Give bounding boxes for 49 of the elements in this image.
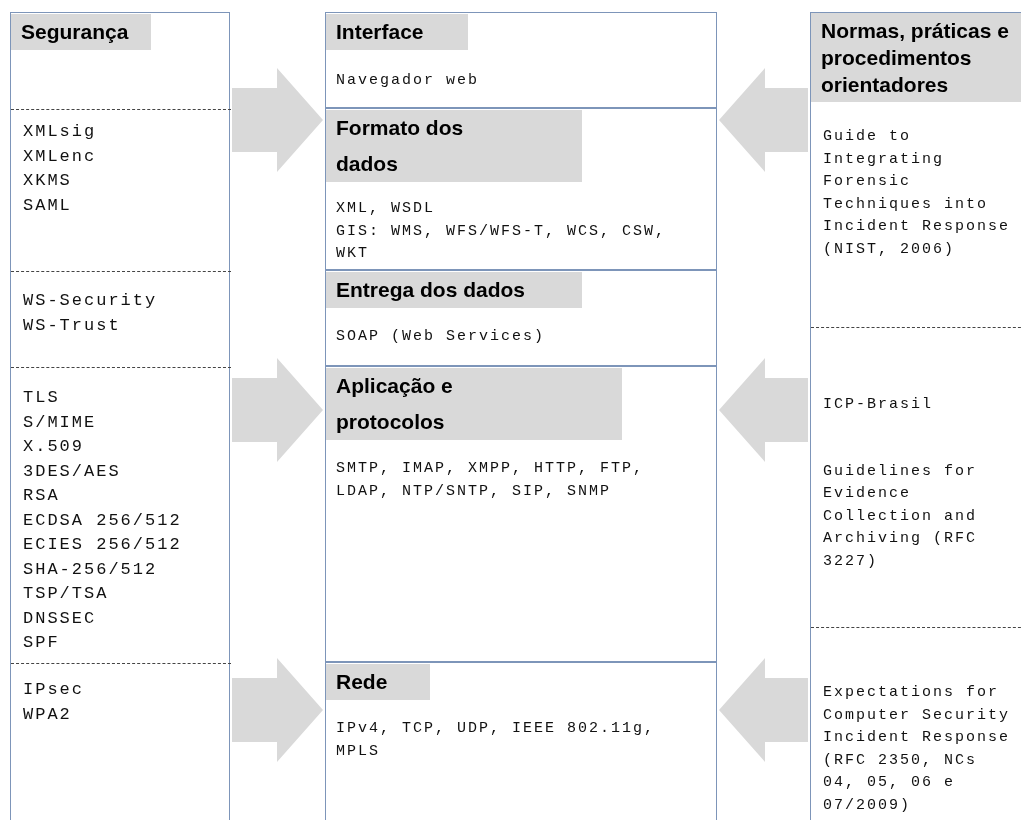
section-text: ICP-Brasil	[823, 395, 933, 415]
section-text: Guidelines for Evidence Collection and Archiving (RFC 3227)	[823, 461, 979, 572]
layer-box	[325, 270, 717, 366]
heading-text: Entrega dos dados	[336, 277, 526, 303]
section-text: RSA	[23, 485, 60, 507]
heading-text: Normas, práticas e procedimentos orientadores	[821, 18, 1010, 98]
section-text: XKMS	[23, 170, 72, 192]
column-panel	[10, 12, 230, 820]
section-text: Expectations for Computer Security Incident Response (RFC 2350, NCs 04, 05, 06 e 07/2009)	[823, 683, 1012, 816]
layer-box	[325, 366, 717, 662]
block-arrow	[719, 68, 808, 172]
layer-text: GIS: WMS, WFS/WFS-T, WCS, CSW, WKT	[336, 221, 668, 264]
section-text: WPA2	[23, 703, 72, 726]
block-arrow	[232, 358, 323, 462]
layer-box	[325, 12, 717, 108]
column-panel	[810, 12, 1021, 820]
section-text: SHA-256/512	[23, 558, 158, 581]
layer-text: SMTP, IMAP, XMPP, HTTP, FTP, LDAP, NTP/SNTP, SIP, SNMP	[336, 459, 646, 502]
layer-text: SOAP (Web Services)	[336, 327, 546, 347]
block-arrow	[719, 658, 808, 762]
section-text: XMLenc	[23, 145, 97, 168]
section-text: DNSSEC	[23, 607, 97, 630]
heading-text: Rede	[336, 669, 389, 695]
section-text: ECDSA 256/512	[23, 509, 182, 532]
heading-text: Formato dos dados	[336, 115, 465, 177]
section-text: 3DES/AES	[23, 460, 121, 483]
section-text: SPF	[23, 632, 60, 654]
heading-text: Aplicação e protocolos	[336, 373, 454, 435]
section-text: WS-Trust	[23, 314, 121, 337]
section-text: IPsec	[23, 679, 84, 701]
heading-text: Segurança	[21, 19, 130, 45]
block-arrow	[719, 358, 808, 462]
block-arrow	[232, 658, 323, 762]
heading-text: Interface	[336, 19, 425, 45]
section-text: Guide to Integrating Forensic Techniques into Incident Response (NIST, 2006)	[823, 127, 1012, 260]
block-arrow	[232, 68, 323, 172]
section-text: TLS	[23, 387, 60, 409]
section-text: X.509	[23, 436, 84, 458]
section-text: TSP/TSA	[23, 583, 109, 605]
section-text: SAML	[23, 194, 72, 217]
layer-text: IPv4, TCP, UDP, IEEE 802.11g, MPLS	[336, 719, 657, 762]
section-text: WS-Security	[23, 290, 158, 312]
layer-box	[325, 662, 717, 820]
layer-text: XML, WSDL	[336, 199, 435, 219]
layer-box	[325, 108, 717, 270]
section-text: S/MIME	[23, 411, 97, 434]
section-text: ECIES 256/512	[23, 534, 182, 556]
section-text: XMLsig	[23, 121, 97, 143]
layer-text: Navegador web	[336, 71, 480, 91]
